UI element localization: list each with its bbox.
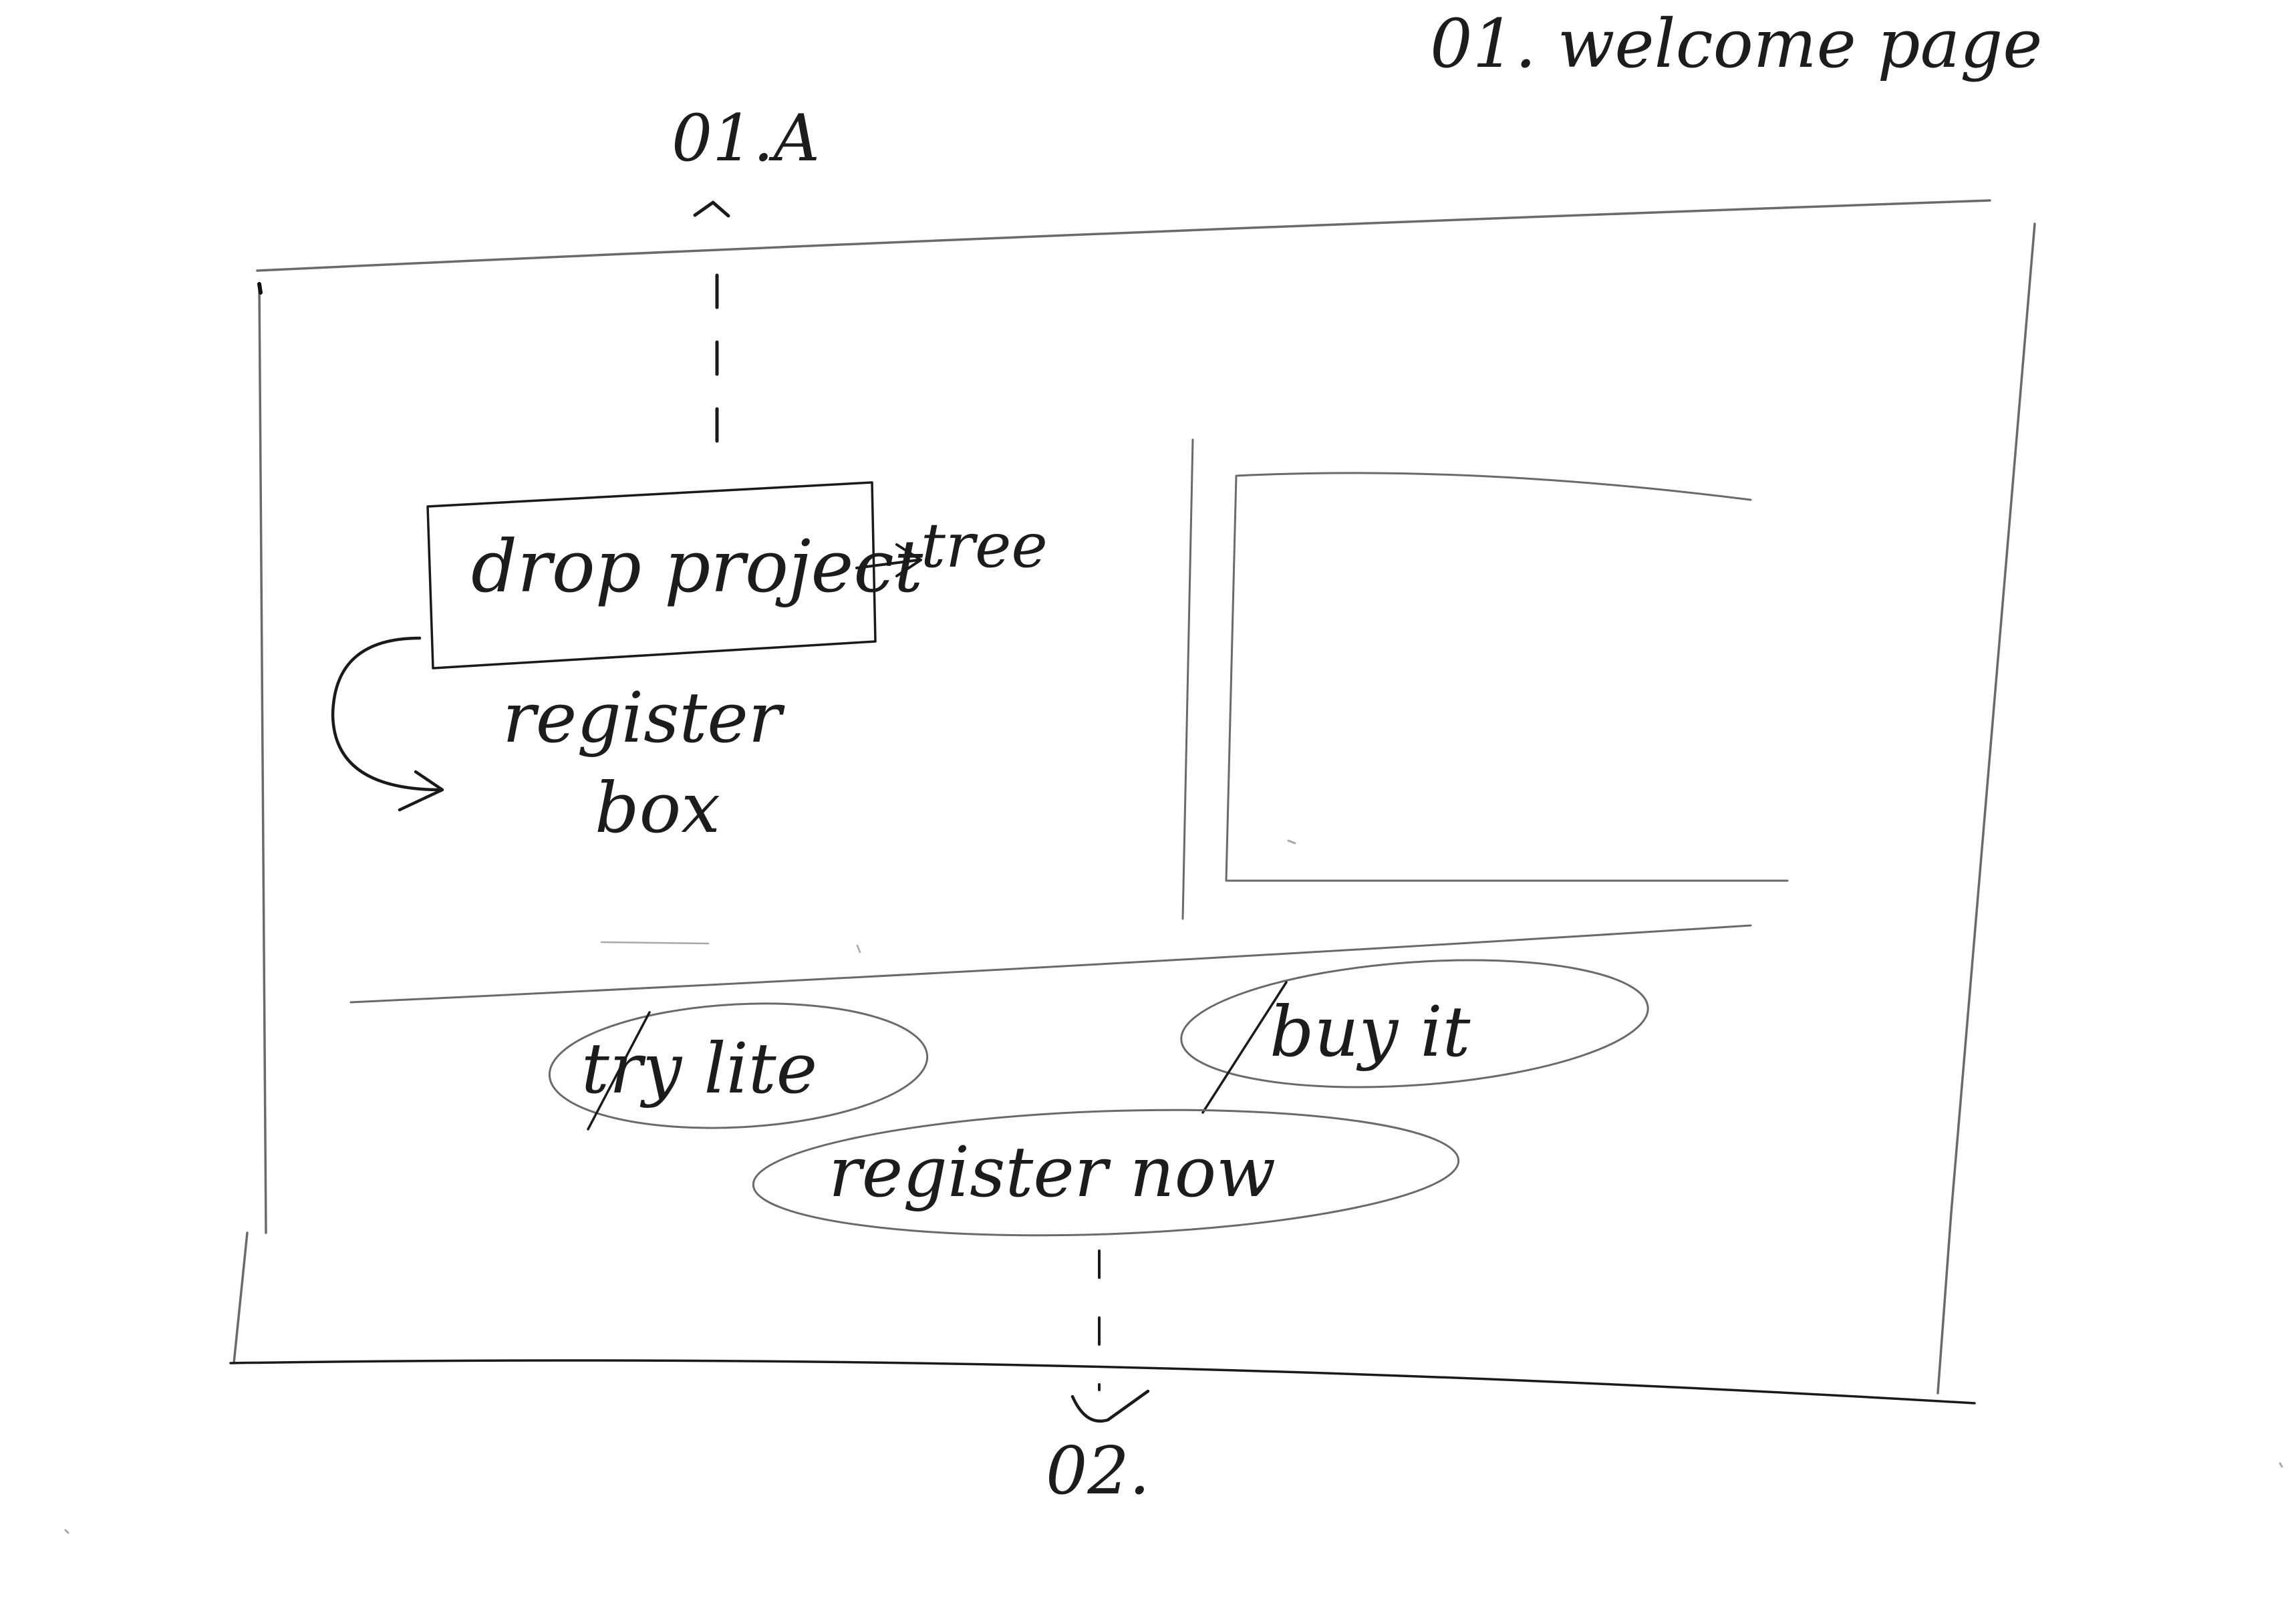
frame-top-edge <box>256 199 1991 272</box>
tree-arrow <box>855 543 922 577</box>
register-now-button-outline <box>752 1109 1460 1237</box>
buy-it-button-label: buy it <box>1270 991 1471 1072</box>
stray-mark-left <box>64 1529 69 1534</box>
try-it-button-label: try lite <box>581 1028 817 1109</box>
frame-left-tick <box>257 282 263 295</box>
down-arrowhead <box>1070 1389 1150 1423</box>
up-arrowhead <box>693 200 730 218</box>
drop-project-label: drop project <box>471 525 923 609</box>
frame-left-edge <box>258 283 267 1234</box>
try-it-button[interactable]: try lite <box>547 994 931 1137</box>
drop-project-box <box>426 481 877 670</box>
register-now-button-label: register now <box>829 1131 1276 1213</box>
register-now-button[interactable]: register now <box>751 1099 1461 1247</box>
frame-bottom-edge <box>229 1359 1976 1405</box>
content-placeholder-mark <box>1287 839 1296 845</box>
column-divider <box>1181 438 1194 920</box>
try-it-strikethrough <box>587 1011 651 1131</box>
try-it-button-outline <box>548 1002 929 1129</box>
register-box-note-line1: register <box>503 677 785 758</box>
tree-label: tree <box>921 510 1048 581</box>
content-placeholder-box <box>1225 472 1789 882</box>
section-divider <box>349 924 1752 1004</box>
frame-left-lower-edge <box>233 1231 249 1364</box>
top-link-label: 01.A <box>672 101 820 176</box>
buy-it-button[interactable]: buy it <box>1177 946 1652 1114</box>
buy-it-button-outline <box>1180 959 1649 1088</box>
page-title: 01. welcome page <box>1430 5 2042 83</box>
divider-stray-marks <box>600 941 861 954</box>
register-box-note-line2: box <box>595 767 720 849</box>
frame-right-edge <box>1936 223 2036 1395</box>
stray-mark-right <box>2279 1462 2283 1468</box>
buy-it-strikethrough <box>1201 981 1288 1114</box>
bottom-link-label: 02. <box>1046 1433 1150 1509</box>
register-box-pointer <box>331 636 444 812</box>
